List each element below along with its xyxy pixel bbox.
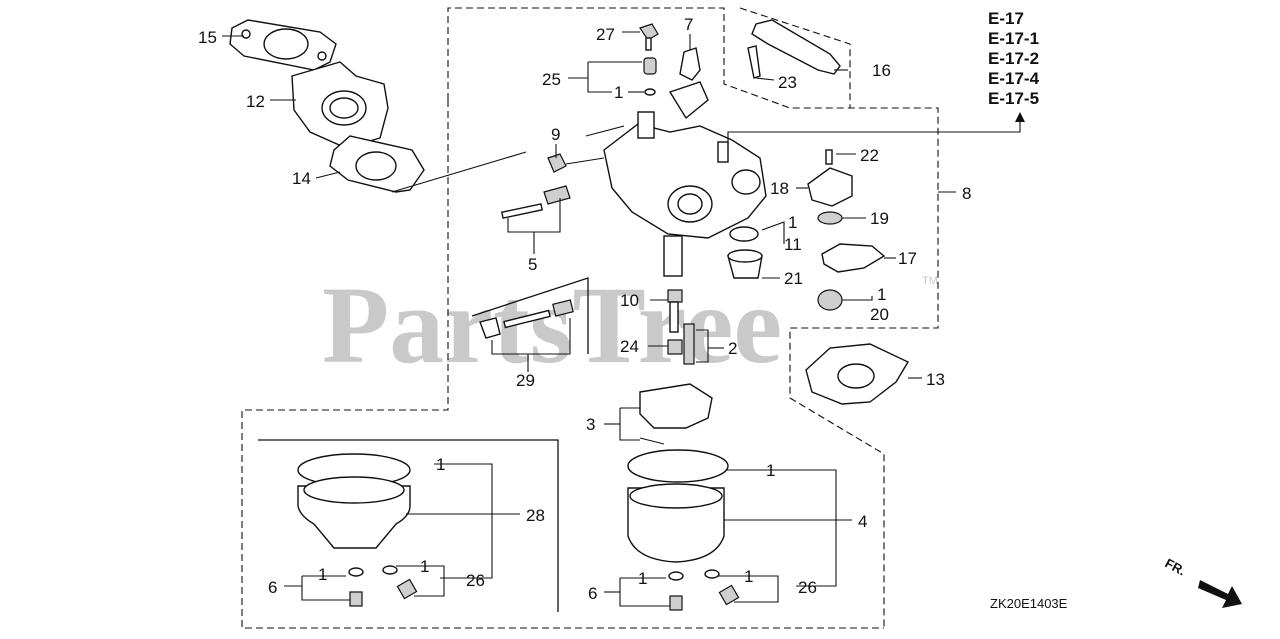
callout-11: 11 xyxy=(784,235,802,254)
reference-3: E-17-4 xyxy=(988,69,1040,88)
gasket-13 xyxy=(805,343,909,405)
cover-18 xyxy=(807,167,853,207)
callout-12: 12 xyxy=(246,92,265,111)
float-3 xyxy=(639,383,713,445)
callout-1-g: 1 xyxy=(420,557,429,576)
bowl-28-frame xyxy=(258,439,559,612)
callout-29: 29 xyxy=(516,371,535,390)
callout-1-a: 1 xyxy=(614,83,623,102)
callout-labels: 15 12 14 27 7 25 1 16 23 9 5 22 18 19 8 … xyxy=(198,15,971,603)
callout-2: 2 xyxy=(728,339,737,358)
o-ring-11 xyxy=(729,226,759,242)
callout-10: 10 xyxy=(620,291,639,310)
leader-lines xyxy=(222,31,1025,607)
callout-1-d: 1 xyxy=(436,455,445,474)
reference-list: E-17 E-17-1 E-17-2 E-17-4 E-17-5 xyxy=(988,9,1040,108)
pilot-screw-29 xyxy=(479,299,574,339)
callout-17: 17 xyxy=(898,249,917,268)
reference-4: E-17-5 xyxy=(988,89,1039,108)
screw-25 xyxy=(643,57,657,96)
watermark-text: PartsTree xyxy=(322,264,782,386)
callout-3: 3 xyxy=(586,415,595,434)
diaphragm-17 xyxy=(821,243,886,273)
callout-25: 25 xyxy=(542,70,561,89)
callout-6-a: 6 xyxy=(268,578,277,597)
part-24 xyxy=(667,339,683,355)
callout-1-h: 1 xyxy=(638,569,647,588)
watermark-trademark: TM xyxy=(922,275,938,287)
callout-4: 4 xyxy=(858,512,867,531)
callout-9: 9 xyxy=(551,125,560,144)
carburetor-body xyxy=(603,111,767,277)
float-bowl-28 xyxy=(297,453,411,549)
callout-1-f: 1 xyxy=(318,565,327,584)
callout-26-b: 26 xyxy=(798,578,817,597)
reference-2: E-17-2 xyxy=(988,49,1039,68)
lever-16 xyxy=(747,19,841,79)
callout-23: 23 xyxy=(778,73,797,92)
drain-bolt-right xyxy=(668,569,740,611)
gasket-15 xyxy=(229,19,337,71)
jet-10 xyxy=(667,289,683,333)
callout-19: 19 xyxy=(870,209,889,228)
reference-1: E-17-1 xyxy=(988,29,1039,48)
reference-0: E-17 xyxy=(988,9,1024,28)
callout-24: 24 xyxy=(620,337,639,356)
pilot-screw-29-frame xyxy=(471,277,589,354)
callout-22: 22 xyxy=(860,146,879,165)
direction-arrow-icon xyxy=(1198,580,1242,608)
callout-20: 20 xyxy=(870,305,889,324)
float-bowl-4 xyxy=(627,449,729,563)
choke-lever-7 xyxy=(668,47,709,120)
callout-1-i: 1 xyxy=(744,567,753,586)
valve-21 xyxy=(727,249,763,279)
callout-1-c: 1 xyxy=(877,285,886,304)
assembly-boundary xyxy=(241,7,939,629)
direction-label: FR. xyxy=(1163,555,1189,578)
seal-20 xyxy=(817,289,843,311)
callout-1-e: 1 xyxy=(766,461,775,480)
jet-2 xyxy=(683,323,695,365)
callout-21: 21 xyxy=(784,269,803,288)
callout-16: 16 xyxy=(872,61,891,80)
diagram-code: ZK20E1403E xyxy=(990,596,1068,611)
callout-18: 18 xyxy=(770,179,789,198)
insulator-12 xyxy=(291,61,389,149)
callout-13: 13 xyxy=(926,370,945,389)
front-direction-indicator: FR. xyxy=(1163,555,1242,608)
callout-5: 5 xyxy=(528,255,537,274)
screw-22 xyxy=(825,149,833,165)
callout-14: 14 xyxy=(292,169,311,188)
callout-15: 15 xyxy=(198,28,217,47)
callout-1-b: 1 xyxy=(788,213,797,232)
screw-27 xyxy=(639,23,659,51)
callout-27: 27 xyxy=(596,25,615,44)
callout-28: 28 xyxy=(526,506,545,525)
gasket-14 xyxy=(329,135,425,193)
drain-bolt-left xyxy=(348,565,418,607)
callout-6-b: 6 xyxy=(588,584,597,603)
callout-26-a: 26 xyxy=(466,571,485,590)
screw-5 xyxy=(500,185,571,219)
callout-7: 7 xyxy=(684,15,693,34)
washer-19 xyxy=(817,211,843,225)
callout-8: 8 xyxy=(962,184,971,203)
